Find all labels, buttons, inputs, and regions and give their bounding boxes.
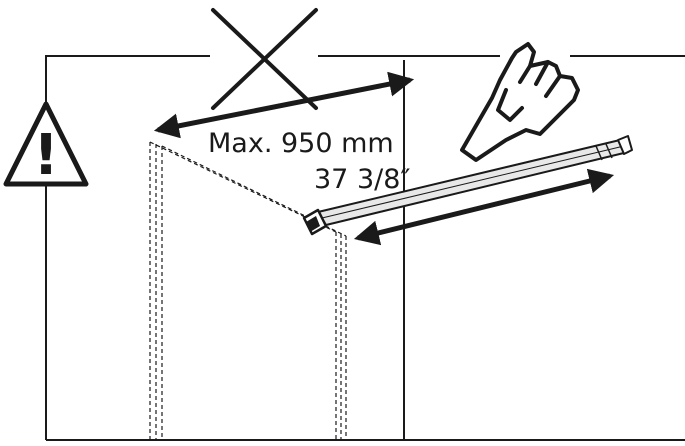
dimension-metric-label: Max. 950 mm <box>208 128 394 159</box>
dimension-arrow-lower <box>353 168 615 246</box>
shelf-side-left <box>149 142 163 440</box>
cross-icon <box>211 8 318 110</box>
dimension-imperial-label: 37 3/8″ <box>314 164 410 195</box>
shelf-side-right <box>335 232 347 440</box>
pointing-hand-icon <box>460 42 580 162</box>
warning-triangle-icon: ! <box>3 101 89 188</box>
cabinet-outline <box>45 55 685 441</box>
warning-symbol: ! <box>33 123 59 188</box>
dimension-arrow-upper <box>153 71 415 139</box>
